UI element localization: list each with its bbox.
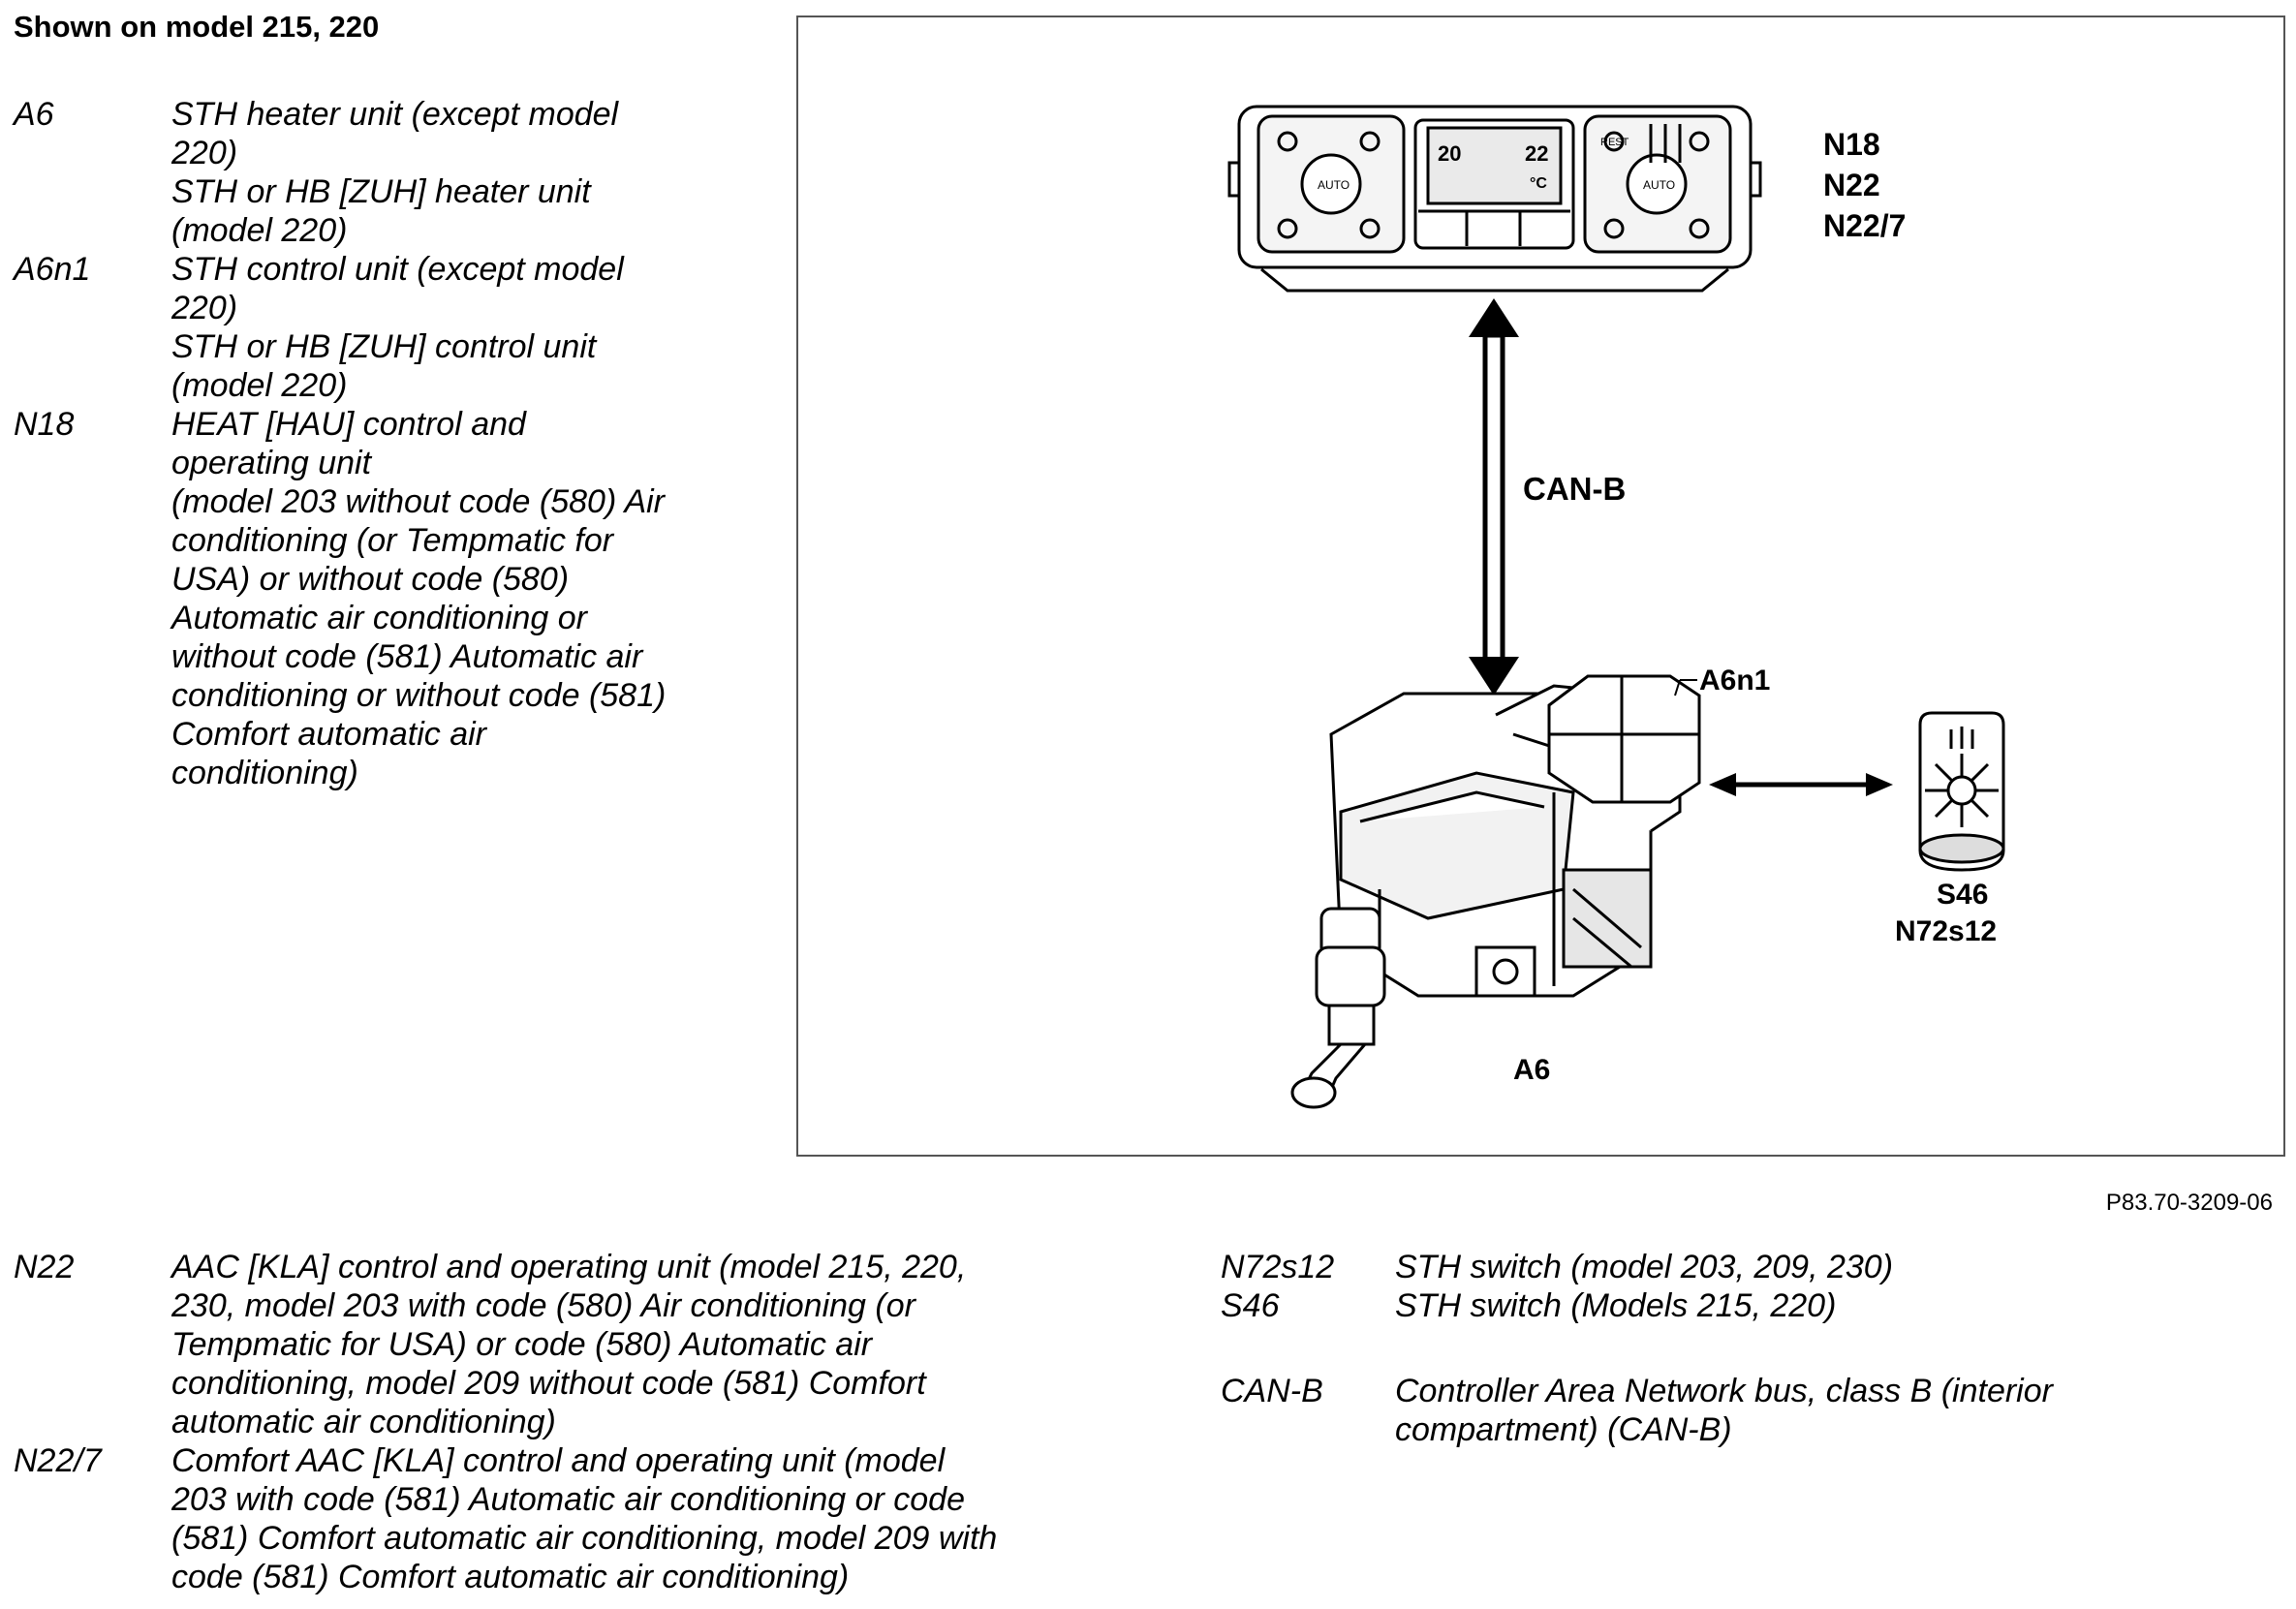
desc-line: STH or HB [ZUH] heater unit — [171, 173, 591, 210]
desc-line: operating unit — [171, 445, 372, 481]
legend-desc: Comfort AAC [KLA] control and operating … — [171, 1441, 1079, 1596]
legend-code: N22/7 — [14, 1442, 102, 1479]
legend-row-n72s12: N72s12 STH switch (model 203, 209, 230) — [1221, 1248, 2189, 1286]
desc-line: code (581) Comfort automatic air conditi… — [171, 1559, 850, 1595]
legend-row-a6n1: A6n1 STH control unit (except model 220)… — [14, 250, 730, 405]
legend-desc: Controller Area Network bus, class B (in… — [1395, 1372, 2189, 1449]
desc-line: 220) — [171, 290, 238, 326]
desc-line: compartment) (CAN-B) — [1395, 1411, 1732, 1448]
panel-auto-left: AUTO — [1318, 178, 1350, 192]
legend-row-n22-7: N22/7 Comfort AAC [KLA] control and oper… — [14, 1441, 1079, 1596]
legend-desc: AAC [KLA] control and operating unit (mo… — [171, 1248, 1079, 1441]
diagram-svg: 20 22 °C AUTO AUTO REST N18 N22 N22/7 CA… — [1227, 105, 2005, 1109]
desc-line: STH or HB [ZUH] control unit — [171, 328, 597, 365]
page-heading: Shown on model 215, 220 — [14, 10, 380, 44]
desc-line: (model 203 without code (580) Air — [171, 483, 666, 520]
desc-line: STH switch (Models 215, 220) — [1395, 1287, 1837, 1324]
desc-line: (model 220) — [171, 367, 348, 404]
desc-line: STH heater unit (except model — [171, 96, 619, 133]
desc-line: 203 with code (581) Automatic air condit… — [171, 1481, 965, 1518]
legend-row-can-b: CAN-B Controller Area Network bus, class… — [1221, 1372, 2189, 1449]
sth-switch-illustration — [1918, 711, 2005, 872]
switch-link-arrow — [1709, 773, 1893, 796]
desc-line: Controller Area Network bus, class B (in… — [1395, 1373, 2053, 1409]
desc-line: (model 220) — [171, 212, 348, 249]
desc-line: HEAT [HAU] control and — [171, 406, 526, 443]
can-b-bus-arrow — [1469, 298, 1519, 696]
desc-line: Comfort automatic air — [171, 716, 486, 753]
legend-row-a6: A6 STH heater unit (except model 220) ST… — [14, 95, 730, 250]
display-unit: °C — [1530, 175, 1547, 192]
legend-bottom-left: N22 AAC [KLA] control and operating unit… — [14, 1248, 1079, 1596]
legend-row-n22: N22 AAC [KLA] control and operating unit… — [14, 1248, 1079, 1441]
desc-line: conditioning, model 209 without code (58… — [171, 1365, 926, 1402]
legend-desc: STH control unit (except model 220) STH … — [171, 250, 730, 405]
label-n22: N22 — [1823, 168, 1880, 202]
legend-row-s46: S46 STH switch (Models 215, 220) — [1221, 1286, 2189, 1325]
legend-code: N18 — [14, 406, 75, 443]
display-right-value: 22 — [1525, 141, 1548, 166]
label-n72s12: N72s12 — [1895, 915, 1997, 947]
desc-line: 220) — [171, 135, 238, 171]
label-n18: N18 — [1823, 127, 1880, 162]
desc-line: conditioning or without code (581) — [171, 677, 667, 714]
panel-auto-right: AUTO — [1643, 178, 1675, 192]
desc-line: automatic air conditioning) — [171, 1404, 556, 1440]
desc-line: AAC [KLA] control and operating unit (mo… — [171, 1249, 967, 1285]
desc-line: 230, model 203 with code (580) Air condi… — [171, 1287, 915, 1324]
desc-line: STH control unit (except model — [171, 251, 624, 288]
legend-desc: STH switch (Models 215, 220) — [1395, 1286, 2189, 1325]
desc-line: Comfort AAC [KLA] control and operating … — [171, 1442, 946, 1479]
wiring-diagram-figure: 20 22 °C AUTO AUTO REST N18 N22 N22/7 CA… — [796, 15, 2285, 1157]
legend-code: A6 — [14, 96, 54, 133]
control-unit-illustration — [1547, 674, 1701, 804]
label-n22-7: N22/7 — [1823, 208, 1906, 243]
can-b-label: CAN-B — [1523, 471, 1626, 507]
desc-line: conditioning (or Tempmatic for — [171, 522, 614, 559]
legend-desc: HEAT [HAU] control and operating unit (m… — [171, 405, 730, 792]
legend-code: S46 — [1221, 1287, 1280, 1324]
legend-code: N22 — [14, 1249, 75, 1285]
desc-line: Tempmatic for USA) or code (580) Automat… — [171, 1326, 873, 1363]
label-a6: A6 — [1513, 1054, 1550, 1086]
desc-line: conditioning) — [171, 755, 358, 791]
figure-reference: P83.70-3209-06 — [2105, 1190, 2273, 1216]
legend-code: N72s12 — [1221, 1249, 1335, 1285]
desc-line: STH switch (model 203, 209, 230) — [1395, 1249, 1894, 1285]
legend-desc: STH heater unit (except model 220) STH o… — [171, 95, 730, 250]
desc-line: USA) or without code (580) — [171, 561, 570, 598]
panel-rest-label: REST — [1600, 137, 1629, 148]
legend-code: CAN-B — [1221, 1373, 1323, 1409]
label-a6n1: A6n1 — [1699, 665, 1770, 696]
a6n1-leader-line — [1674, 679, 1681, 696]
desc-line: Automatic air conditioning or — [171, 600, 588, 636]
legend-bottom-right: N72s12 STH switch (model 203, 209, 230) … — [1221, 1248, 2189, 1449]
desc-line: without code (581) Automatic air — [171, 638, 643, 675]
control-panel-illustration — [1227, 105, 1762, 293]
legend-left: A6 STH heater unit (except model 220) ST… — [14, 95, 730, 792]
desc-line: (581) Comfort automatic air conditioning… — [171, 1520, 998, 1557]
display-left-value: 20 — [1438, 141, 1461, 166]
legend-desc: STH switch (model 203, 209, 230) — [1395, 1248, 2189, 1286]
legend-code: A6n1 — [14, 251, 91, 288]
label-s46: S46 — [1937, 879, 1988, 911]
legend-row-n18: N18 HEAT [HAU] control and operating uni… — [14, 405, 730, 792]
